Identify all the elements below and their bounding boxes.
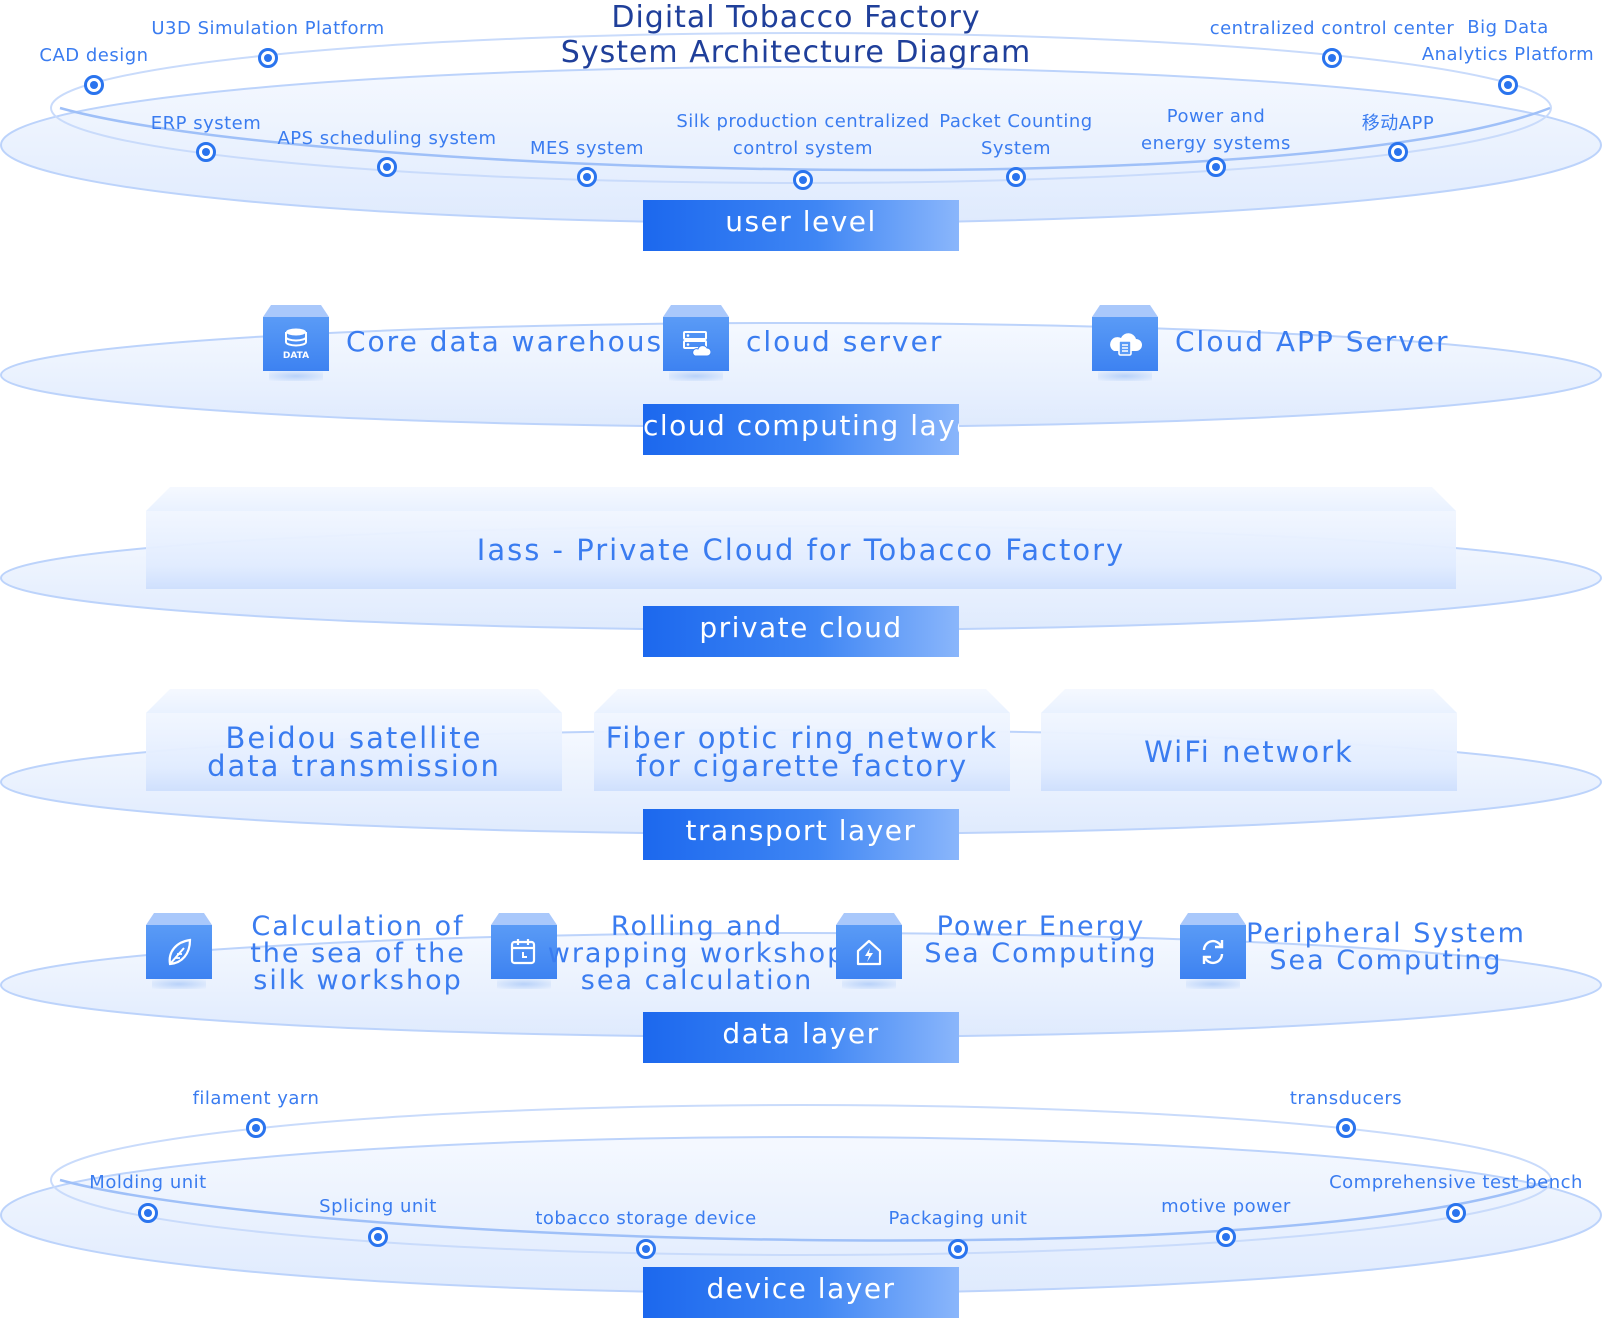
user-node-marker <box>1388 142 1408 162</box>
cloud-app-icon <box>1092 305 1158 381</box>
user-node-marker <box>793 170 813 190</box>
layer-label-data: data layer <box>643 1012 959 1063</box>
calendar-clock-icon <box>491 913 557 989</box>
data-item-label: Peripheral System Sea Computing <box>1246 918 1526 976</box>
user-node-label: MES system <box>529 138 645 159</box>
user-node-label: Silk production centralized control syst… <box>676 111 930 159</box>
transport-item-label: Fiber optic ring network for cigarette f… <box>605 721 999 783</box>
data-item-label: Calculation of the sea of the silk works… <box>250 911 466 996</box>
user-node-marker <box>1006 167 1026 187</box>
user-node-label: U3D Simulation Platform <box>151 18 385 39</box>
user-node-label: Packet Counting System <box>939 111 1093 159</box>
cloud-item-label: Cloud APP Server <box>1175 325 1450 358</box>
database-icon: DATA <box>263 305 329 381</box>
layer-label-user-level: user level <box>643 200 959 251</box>
database-icon-text: DATA <box>283 351 309 361</box>
device-node-label: Comprehensive test bench <box>1329 1172 1583 1193</box>
transport-item-panel: WiFi network <box>1041 689 1457 791</box>
device-node-marker <box>636 1239 656 1259</box>
device-node-marker <box>246 1118 266 1138</box>
data-item-label: Power Energy Sea Computing <box>924 911 1158 969</box>
user-node-label: ERP system <box>150 113 262 134</box>
user-node-label: 移动APP <box>1361 113 1435 134</box>
device-layer-inner-ring <box>50 1104 1552 1256</box>
user-node-marker <box>1322 48 1342 68</box>
user-node-label: Power and energy systems <box>1141 106 1291 154</box>
data-item-label: Rolling and wrapping workshop sea calcul… <box>547 911 847 996</box>
user-node-marker <box>1206 157 1226 177</box>
transport-item-label: Beidou satellite data transmission <box>207 721 501 783</box>
private-cloud-panel: Iass - Private Cloud for Tobacco Factory <box>146 487 1456 589</box>
device-node-label: tobacco storage device <box>535 1208 757 1229</box>
device-node-label: Molding unit <box>89 1172 207 1193</box>
device-node-label: filament yarn <box>192 1088 320 1109</box>
device-node-marker <box>368 1227 388 1247</box>
cloud-item-label: cloud server <box>746 325 944 358</box>
cloud-server-icon <box>663 305 729 381</box>
layer-label-cloud-computing: cloud computing layer <box>643 404 959 455</box>
user-node-marker <box>1498 75 1518 95</box>
cloud-item-label: Core data warehouse <box>346 325 683 358</box>
device-node-label: Splicing unit <box>319 1196 437 1217</box>
transport-item-panel: Beidou satellite data transmission <box>146 689 562 791</box>
device-node-marker <box>948 1239 968 1259</box>
user-node-marker <box>84 75 104 95</box>
layer-label-transport: transport layer <box>643 809 959 860</box>
device-node-marker <box>1336 1118 1356 1138</box>
diagram-title-line1: Digital Tobacco Factory <box>611 0 981 35</box>
user-node-label: APS scheduling system <box>277 128 497 149</box>
user-node-label: centralized control center <box>1209 18 1455 39</box>
transport-item-panel: Fiber optic ring network for cigarette f… <box>594 689 1010 791</box>
device-node-label: transducers <box>1289 1088 1403 1109</box>
device-node-marker <box>1446 1203 1466 1223</box>
user-node-marker <box>196 142 216 162</box>
diagram-title: Digital Tobacco Factory System Architect… <box>396 0 1196 70</box>
lightning-house-icon <box>836 913 902 989</box>
refresh-icon <box>1180 913 1246 989</box>
transport-item-label: WiFi network <box>1144 735 1354 769</box>
diagram-title-line2: System Architecture Diagram <box>560 35 1032 70</box>
device-layer-path <box>59 1178 1551 1242</box>
layer-label-private-cloud: private cloud <box>643 606 959 657</box>
user-node-marker <box>258 48 278 68</box>
layer-label-device: device layer <box>643 1267 959 1318</box>
user-node-label: Big Data Analytics Platform <box>1421 17 1595 65</box>
user-node-marker <box>577 167 597 187</box>
device-node-marker <box>138 1203 158 1223</box>
device-node-marker <box>1216 1227 1236 1247</box>
device-node-label: motive power <box>1161 1196 1291 1217</box>
user-node-label: CAD design <box>39 45 149 66</box>
leaf-icon <box>146 913 212 989</box>
private-cloud-panel-label: Iass - Private Cloud for Tobacco Factory <box>476 533 1126 567</box>
device-node-label: Packaging unit <box>888 1208 1028 1229</box>
user-node-marker <box>377 157 397 177</box>
